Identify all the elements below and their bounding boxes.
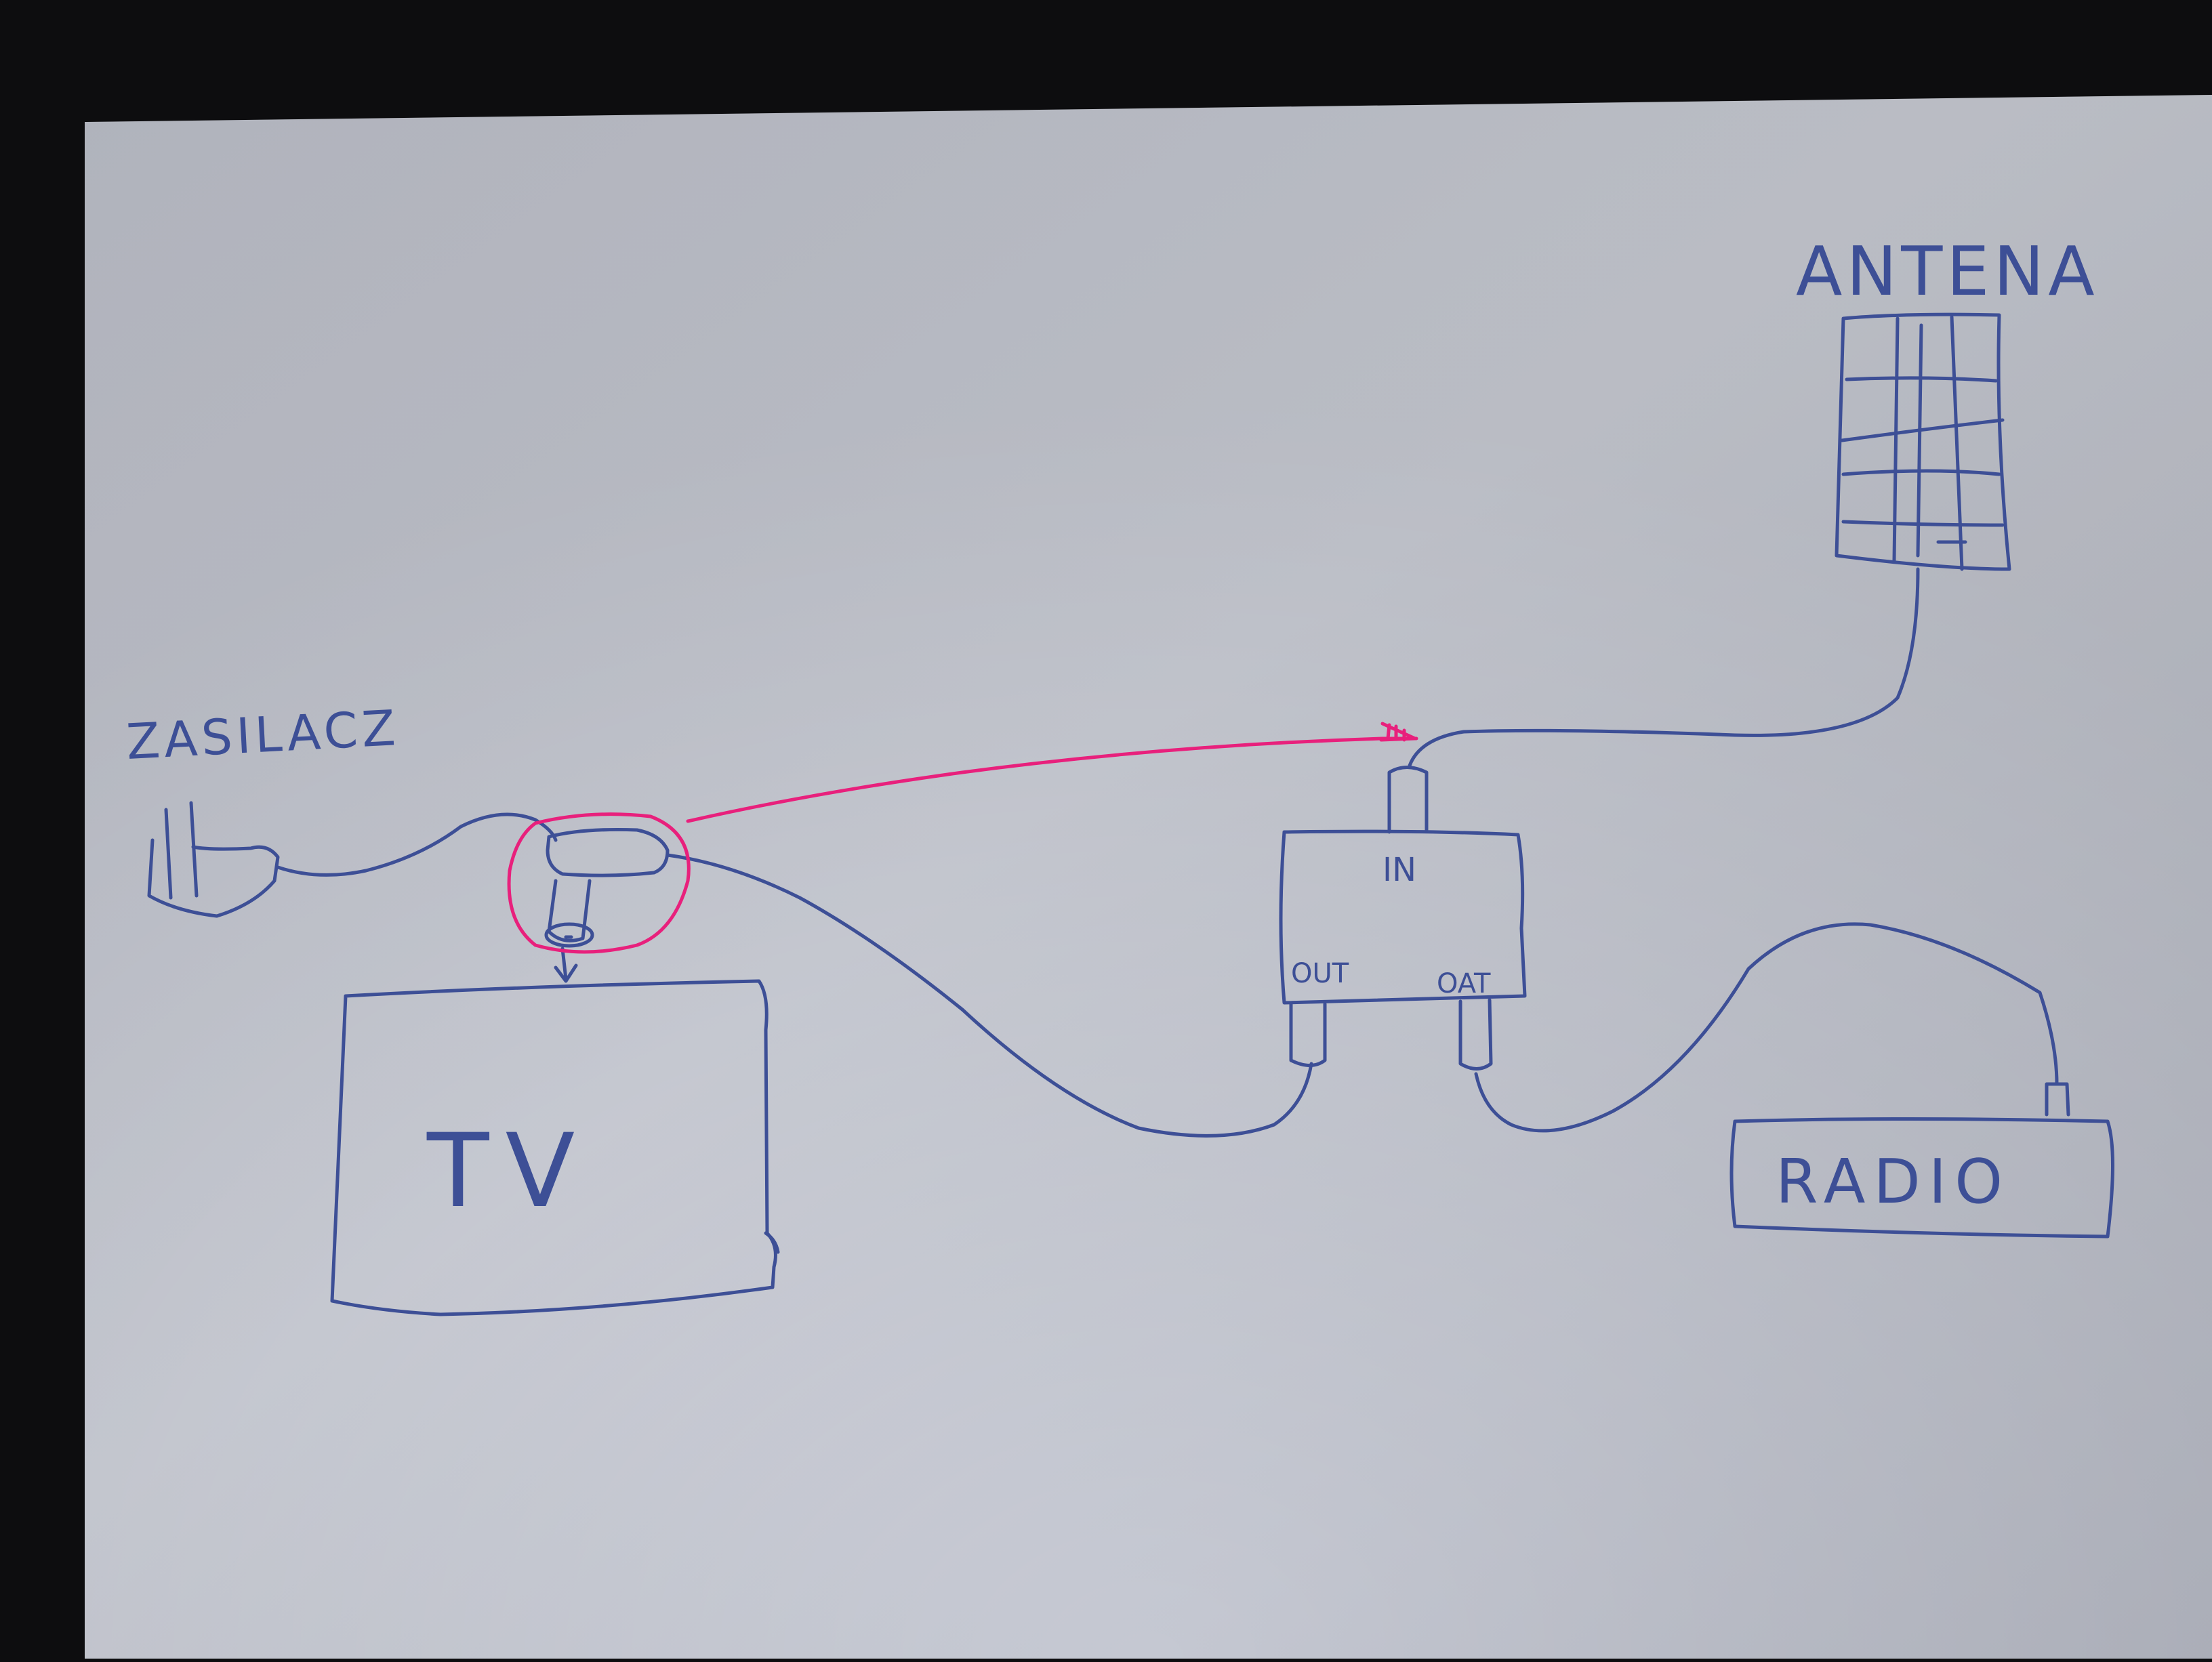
splitter-in-port <box>1387 766 1429 834</box>
splitter-out-port-right <box>1458 998 1493 1071</box>
radio-icon <box>1729 1082 2114 1239</box>
radio-cable <box>1474 922 2059 1133</box>
antenna-icon <box>1835 312 2011 571</box>
radio-label: RADIO <box>1776 1146 2011 1218</box>
tv-label: TV <box>426 1113 591 1230</box>
splitter-icon <box>1279 766 1527 1071</box>
splitter-in-label: IN <box>1382 851 1416 889</box>
antenna-cable <box>1408 567 1920 768</box>
highlight-arrow-line <box>686 736 1418 823</box>
power-supply-icon <box>147 801 280 918</box>
tv-icon <box>330 979 780 1316</box>
amplifier-connector-icon <box>544 827 670 983</box>
highlight-arrowhead <box>1379 722 1417 742</box>
antenna-label: ANTENA <box>1796 232 2099 311</box>
highlight-annotation <box>507 722 1418 954</box>
splitter-out-port-left <box>1289 1001 1327 1067</box>
splitter-out-label: OUT <box>1291 958 1349 989</box>
highlight-circle <box>507 812 691 954</box>
paper-shading <box>85 95 2212 1659</box>
power-cable <box>276 812 558 877</box>
tv-cable <box>665 853 1313 1138</box>
splitter-oat-label: OAT <box>1437 968 1491 999</box>
